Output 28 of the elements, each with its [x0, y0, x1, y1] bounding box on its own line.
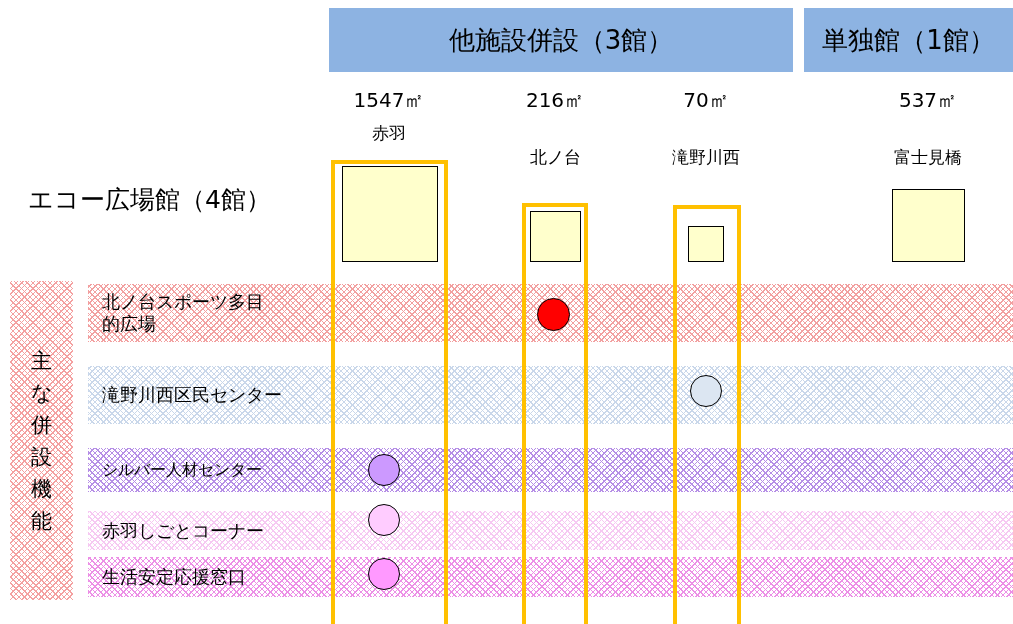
area-label: 216㎡: [524, 88, 586, 112]
category-label: エコー広場館（4館）: [28, 188, 271, 212]
header-band: 単独館（1館）: [804, 8, 1013, 72]
floor-area-square: [688, 226, 724, 262]
row-band: 北ノ台スポーツ多目的広場: [88, 284, 1013, 342]
building-name: 赤羽: [371, 122, 407, 145]
facility-dot: [368, 558, 400, 590]
building-frame: [522, 203, 588, 624]
row-band: シルバー人材センター: [88, 448, 1013, 492]
facility-dot: [690, 375, 722, 407]
building-name: 富士見橋: [893, 146, 963, 169]
area-label: 537㎡: [897, 88, 959, 112]
facility-dot: [368, 454, 400, 486]
row-band: 生活安定応援窓口: [88, 557, 1013, 597]
area-label: 1547㎡: [352, 88, 426, 112]
building-name: 北ノ台: [528, 146, 582, 169]
row-band: 赤羽しごとコーナー: [88, 511, 1013, 550]
facility-dot: [537, 298, 570, 331]
building-frame: [331, 160, 448, 624]
row-band: 滝野川西区民センター: [88, 366, 1013, 424]
building-frame: [673, 205, 741, 624]
floor-area-square: [530, 211, 581, 262]
area-label: 70㎡: [682, 88, 730, 112]
category-band: 主な併設機能: [10, 281, 73, 600]
floor-area-square: [342, 166, 438, 262]
floor-area-square: [892, 189, 965, 262]
header-band: 他施設併設（3館）: [329, 8, 793, 72]
building-name: 滝野川西: [671, 146, 741, 169]
